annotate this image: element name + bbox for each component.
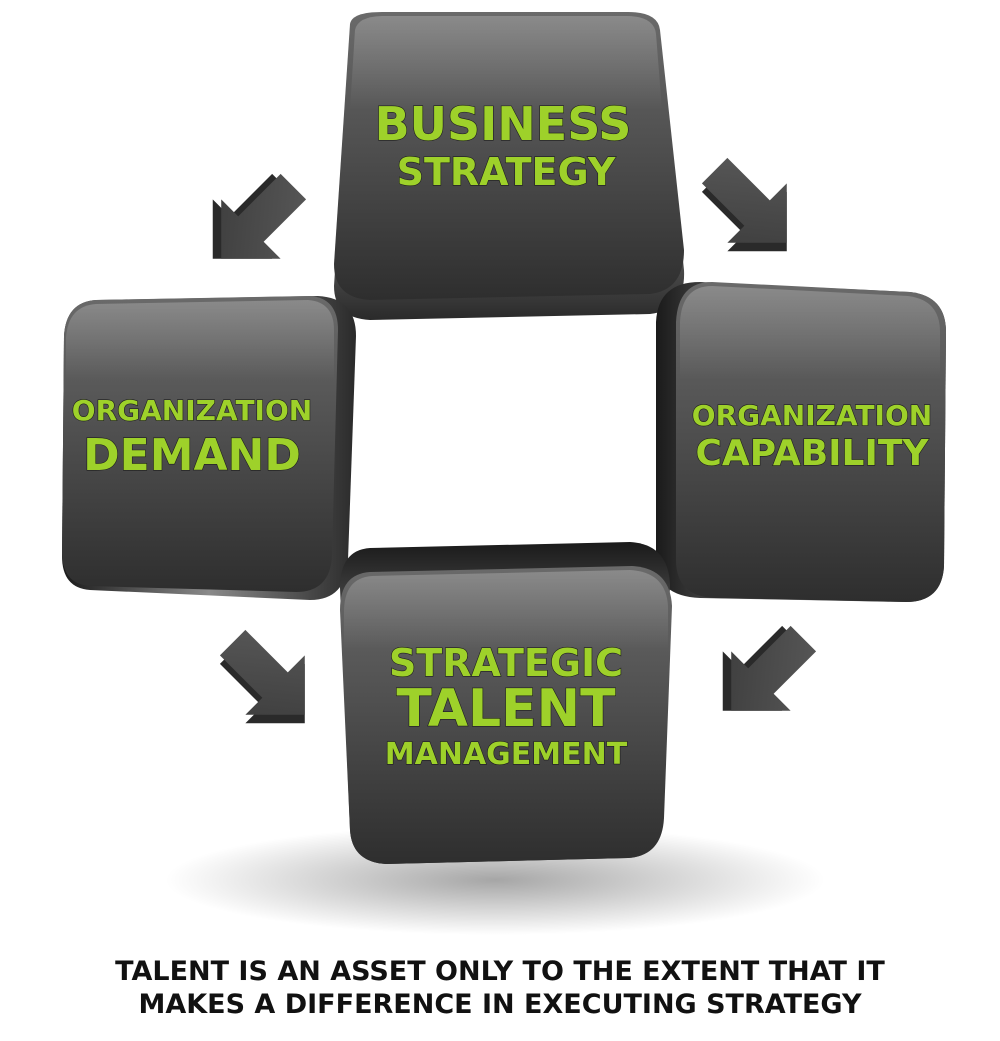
business-strategy-line1: BUSINESS bbox=[375, 97, 632, 151]
caption-line1: TALENT IS AN ASSET ONLY TO THE EXTENT TH… bbox=[115, 956, 885, 987]
business-strategy-line2: STRATEGY bbox=[397, 150, 616, 194]
strategic-talent-management-line1: STRATEGIC bbox=[389, 641, 623, 685]
caption: TALENT IS AN ASSET ONLY TO THE EXTENT TH… bbox=[0, 955, 1000, 1021]
arrow-top-left-icon bbox=[212, 173, 307, 259]
organization-capability-line2: CAPABILITY bbox=[695, 433, 929, 474]
organization-capability-line1: ORGANIZATION bbox=[692, 399, 932, 432]
block-strategic-talent-management: STRATEGIC TALENT MANAGEMENT bbox=[340, 542, 672, 864]
block-organization-demand: ORGANIZATION DEMAND bbox=[62, 296, 356, 600]
caption-line2: MAKES A DIFFERENCE IN EXECUTING STRATEGY bbox=[138, 989, 862, 1020]
arrow-bottom-left-icon bbox=[219, 629, 305, 724]
floor-shadow bbox=[165, 825, 825, 935]
strategic-talent-management-line3: MANAGEMENT bbox=[385, 737, 628, 772]
organization-demand-line1: ORGANIZATION bbox=[72, 394, 312, 427]
organization-demand-line2: DEMAND bbox=[83, 430, 301, 481]
block-organization-capability: ORGANIZATION CAPABILITY bbox=[656, 282, 946, 602]
arrow-bottom-right-icon bbox=[722, 625, 817, 711]
strategic-talent-management-line2: TALENT bbox=[396, 679, 616, 739]
arrow-top-right-icon bbox=[701, 157, 787, 252]
block-business-strategy: BUSINESS STRATEGY bbox=[334, 12, 685, 320]
